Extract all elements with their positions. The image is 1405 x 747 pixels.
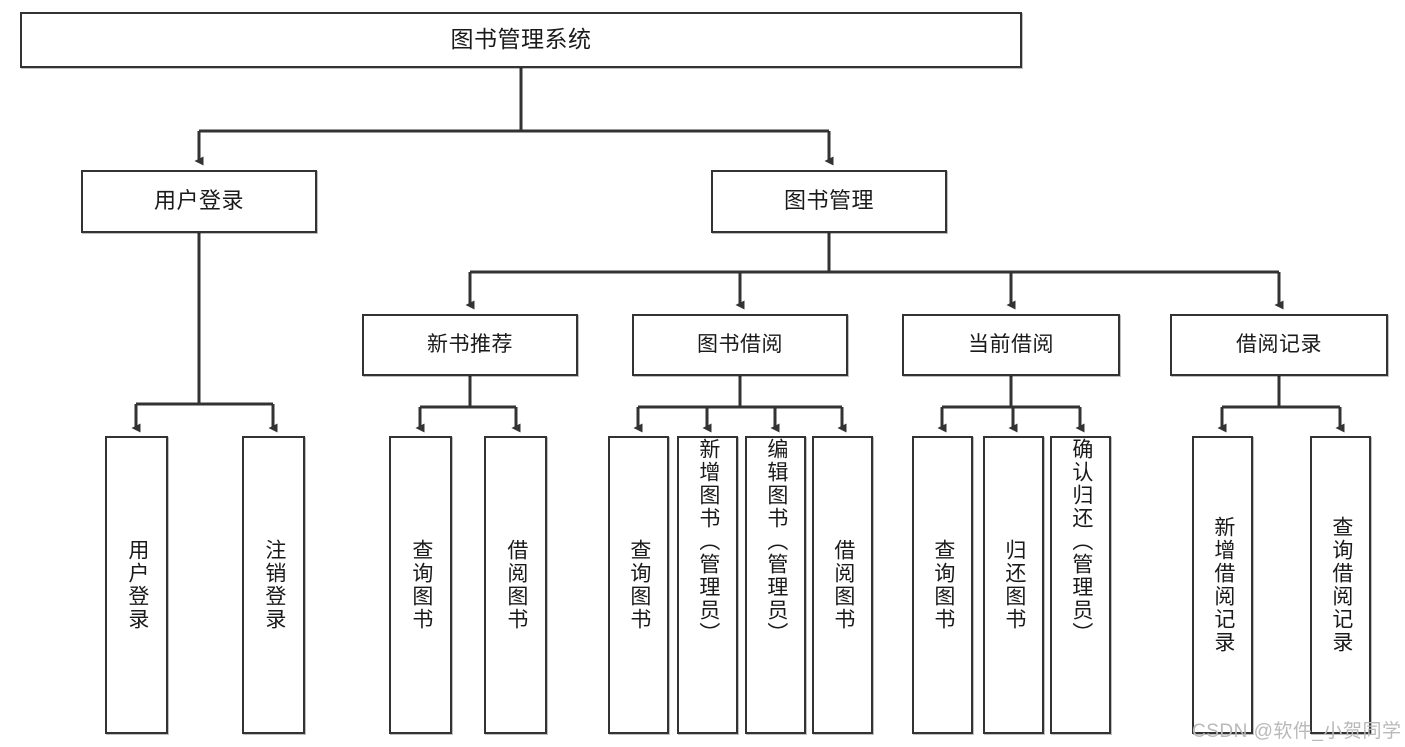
leaf-query-book-current[interactable]: 查询图书	[912, 436, 973, 734]
node-user-login[interactable]: 用户登录	[81, 170, 317, 233]
node-new-book-recommend[interactable]: 新书推荐	[362, 314, 578, 376]
node-label: 图书管理系统	[450, 26, 592, 53]
node-book-management[interactable]: 图书管理	[711, 170, 947, 233]
leaf-user-login[interactable]: 用户登录	[105, 436, 168, 734]
node-label: 注销登录	[262, 539, 286, 631]
csdn-watermark: CSDN @软件_小贺同学	[1192, 721, 1402, 742]
node-label: 确认归还（管理员）	[1069, 438, 1093, 645]
node-label: 编辑图书（管理员）	[764, 438, 788, 645]
leaf-edit-book-admin[interactable]: 编辑图书（管理员）	[745, 436, 806, 734]
node-label: 查询图书	[409, 539, 433, 631]
leaf-add-borrow-record[interactable]: 新增借阅记录	[1192, 436, 1253, 734]
leaf-return-book[interactable]: 归还图书	[983, 436, 1044, 734]
node-label: 查询借阅记录	[1329, 516, 1353, 654]
leaf-confirm-return-admin[interactable]: 确认归还（管理员）	[1050, 436, 1111, 734]
node-label: 新增图书（管理员）	[696, 438, 720, 645]
node-root[interactable]: 图书管理系统	[20, 12, 1022, 68]
leaf-borrow-book[interactable]: 借阅图书	[812, 436, 873, 734]
node-label: 查询图书	[931, 539, 955, 631]
leaf-query-book-recommend[interactable]: 查询图书	[389, 436, 452, 734]
node-label: 查询图书	[627, 539, 651, 631]
leaf-query-book[interactable]: 查询图书	[608, 436, 669, 734]
leaf-query-borrow-record[interactable]: 查询借阅记录	[1310, 436, 1371, 734]
leaf-logout[interactable]: 注销登录	[242, 436, 305, 734]
leaf-borrow-book-recommend[interactable]: 借阅图书	[484, 436, 547, 734]
node-book-borrow[interactable]: 图书借阅	[632, 314, 848, 376]
node-borrow-record[interactable]: 借阅记录	[1170, 314, 1388, 376]
node-label: 借阅图书	[504, 539, 528, 631]
node-label: 用户登录	[153, 188, 244, 214]
node-label: 图书管理	[783, 188, 874, 214]
node-label: 用户登录	[125, 539, 149, 631]
node-label: 新增借阅记录	[1211, 516, 1235, 654]
node-label: 当前借阅	[968, 333, 1054, 357]
node-label: 新书推荐	[427, 333, 513, 357]
node-label: 图书借阅	[697, 333, 783, 357]
node-current-borrow[interactable]: 当前借阅	[902, 314, 1120, 376]
node-label: 归还图书	[1002, 539, 1026, 631]
node-label: 借阅记录	[1236, 333, 1322, 357]
node-label: 借阅图书	[831, 539, 855, 631]
leaf-add-book-admin[interactable]: 新增图书（管理员）	[677, 436, 738, 734]
